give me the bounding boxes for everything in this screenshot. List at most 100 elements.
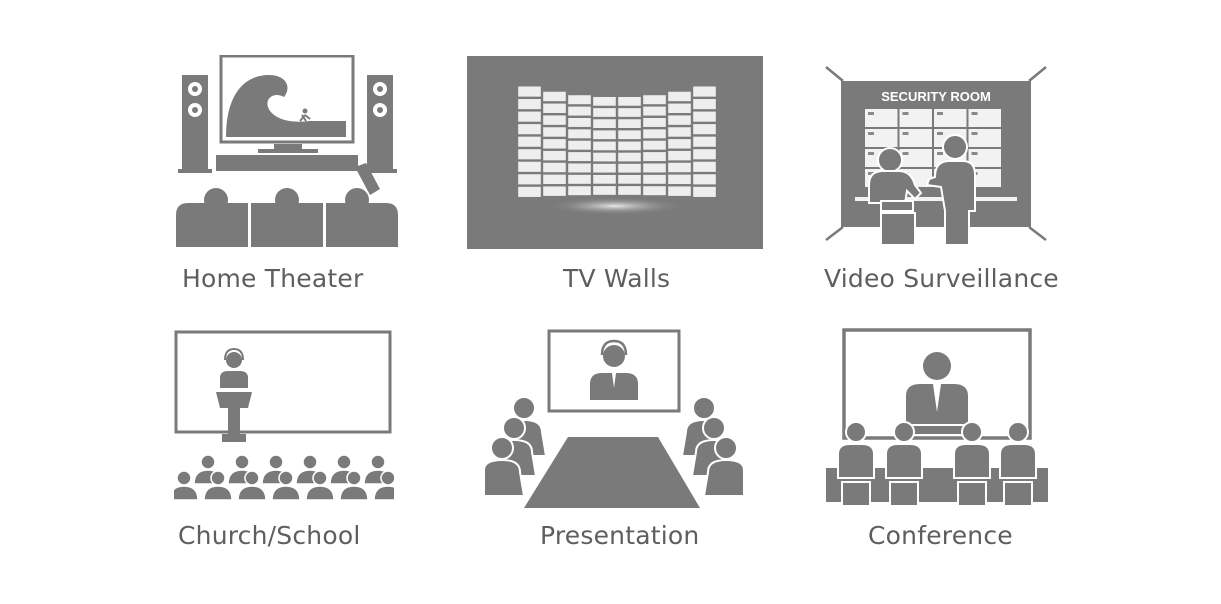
tv-wall-screen bbox=[543, 103, 566, 114]
tv-wall-screen bbox=[543, 139, 566, 149]
tv-wall-screen bbox=[543, 162, 566, 173]
audience-member bbox=[370, 454, 386, 470]
tv-wall-screen bbox=[568, 163, 591, 173]
audience-member bbox=[268, 454, 284, 470]
security-room-sign: SECURITY ROOM bbox=[881, 89, 991, 104]
tv-wall-screen bbox=[643, 186, 666, 196]
tv-wall-screen bbox=[693, 136, 716, 147]
attendee bbox=[512, 396, 536, 420]
tv-wall-screen bbox=[593, 141, 616, 151]
audience-member bbox=[346, 470, 362, 486]
tile-label: Church/School bbox=[178, 521, 361, 550]
tv-wall-screen bbox=[693, 111, 716, 122]
tv-wall-screen bbox=[593, 108, 616, 117]
tv-wall-screen bbox=[593, 119, 616, 129]
tv-wall-screen bbox=[568, 117, 591, 127]
tv-wall-screen bbox=[593, 152, 616, 162]
audience-member bbox=[278, 470, 294, 486]
church-school-icon bbox=[174, 330, 394, 501]
audience-member bbox=[244, 470, 260, 486]
attendee bbox=[845, 421, 867, 443]
tv-wall-screen bbox=[693, 174, 716, 185]
tv-wall-screen bbox=[568, 106, 591, 116]
tv-wall-screen bbox=[693, 99, 716, 110]
tv-wall-screen bbox=[543, 115, 566, 125]
tv-wall-screen bbox=[668, 150, 691, 161]
audience-member bbox=[200, 454, 216, 470]
audience-member bbox=[234, 454, 250, 470]
tv-wall-screen bbox=[693, 149, 716, 160]
tv-wall-screen bbox=[668, 127, 691, 137]
audience-member bbox=[380, 470, 394, 486]
attendee bbox=[714, 436, 738, 460]
tv-wall-screen bbox=[618, 141, 641, 151]
audience-member bbox=[312, 470, 328, 486]
tile-label: Home Theater bbox=[182, 264, 364, 293]
tv-wall-screen bbox=[618, 96, 641, 106]
tv-wall-screen bbox=[543, 91, 566, 102]
tv-wall-screen bbox=[593, 163, 616, 173]
tv-wall-screen bbox=[593, 130, 616, 140]
tv-wall-screen bbox=[618, 108, 641, 117]
tv-wall-screen bbox=[518, 149, 541, 160]
attendee bbox=[490, 436, 514, 460]
audience-member bbox=[302, 454, 318, 470]
tv-wall-screen bbox=[618, 130, 641, 140]
tv-wall-screen bbox=[593, 186, 616, 195]
tile-conference bbox=[826, 328, 1052, 508]
tv-wall-screen bbox=[518, 186, 541, 197]
attendee bbox=[893, 421, 915, 443]
tile-presentation bbox=[472, 328, 758, 510]
tile-label: Presentation bbox=[540, 521, 700, 550]
presentation-icon bbox=[483, 329, 745, 508]
tv-wall-screen bbox=[668, 91, 691, 102]
tv-wall-screen bbox=[668, 115, 691, 125]
tv-wall-screen bbox=[568, 129, 591, 139]
monitor-screen bbox=[865, 129, 898, 147]
tv-wall-screen bbox=[693, 86, 716, 97]
tv-wall-screen bbox=[568, 186, 591, 196]
tv-wall-screen bbox=[618, 163, 641, 173]
tv-wall-screen bbox=[543, 150, 566, 161]
attendee bbox=[702, 416, 726, 440]
tv-wall-screen bbox=[518, 86, 541, 97]
tv-wall-screen bbox=[643, 129, 666, 139]
tv-wall-screen bbox=[693, 186, 716, 197]
tv-wall-screen bbox=[643, 174, 666, 184]
attendee bbox=[1007, 421, 1029, 443]
audience-member bbox=[210, 470, 226, 486]
attendee bbox=[692, 396, 716, 420]
tv-wall-screen bbox=[693, 124, 716, 135]
tv-wall-screen bbox=[568, 140, 591, 150]
monitor-screen bbox=[899, 149, 932, 167]
tv-wall-screen bbox=[643, 163, 666, 173]
monitor-screen bbox=[968, 109, 1001, 127]
tv-wall-screen bbox=[518, 136, 541, 147]
tv-wall-screen bbox=[518, 111, 541, 122]
tv-wall-screen bbox=[593, 174, 616, 184]
tv-wall-screen bbox=[618, 152, 641, 162]
tile-tv-walls bbox=[467, 56, 763, 249]
tv-wall-screen bbox=[618, 186, 641, 195]
tv-wall-screen bbox=[543, 174, 566, 185]
tile-label: TV Walls bbox=[563, 264, 671, 293]
attendee bbox=[961, 421, 983, 443]
tv-wall-screen bbox=[668, 103, 691, 114]
tile-label: Video Surveillance bbox=[824, 264, 1059, 293]
tv-wall-screen bbox=[543, 127, 566, 137]
conference-icon bbox=[826, 328, 1048, 507]
attendee bbox=[502, 416, 526, 440]
security-room-icon: SECURITY ROOM bbox=[825, 66, 1047, 245]
tile-label: Conference bbox=[868, 521, 1013, 550]
monitor-screen bbox=[899, 109, 932, 127]
tv-wall-screen bbox=[568, 152, 591, 162]
tv-wall-screen bbox=[618, 174, 641, 184]
tv-wall-icon bbox=[467, 56, 763, 249]
monitor-screen bbox=[968, 129, 1001, 147]
tv-wall-screen bbox=[593, 96, 616, 106]
tile-video-surveillance: SECURITY ROOM bbox=[823, 63, 1049, 245]
tv-wall-screen bbox=[643, 152, 666, 162]
tv-wall-screen bbox=[643, 95, 666, 105]
tile-home-theater bbox=[174, 55, 404, 250]
monitor-screen bbox=[899, 129, 932, 147]
